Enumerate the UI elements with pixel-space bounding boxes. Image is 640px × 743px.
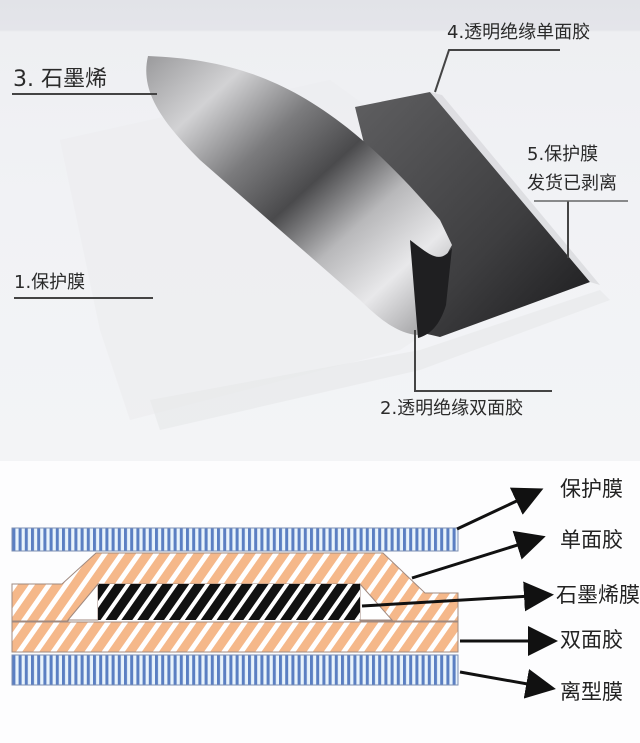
layer-cross-section [11, 487, 558, 699]
arrow-graphene-film [361, 581, 554, 612]
leader-line-single-tape [434, 49, 560, 93]
diagram-label-graphene-film: 石墨烯膜 [556, 583, 640, 607]
layer-graphene-film [98, 584, 360, 620]
layer-structure-diagram: 保护膜 单面胶 石墨烯膜 双面胶 离型膜 [0, 461, 640, 743]
arrow-single-adhesive [411, 530, 546, 580]
label-single-tape: 4.透明绝缘单面胶 [447, 22, 591, 43]
label-protect-top-line2: 发货已剥离 [527, 173, 617, 194]
label-protect-bottom: 1.保护膜 [14, 272, 86, 293]
label-protect-top-line1: 5.保护膜 [527, 144, 599, 165]
layer-single-adhesive [11, 552, 459, 622]
label-double-tape: 2.透明绝缘双面胶 [380, 398, 524, 419]
diagram-label-double-adhesive: 双面胶 [560, 628, 623, 652]
arrow-protective-film [456, 487, 544, 531]
product-photo: 3. 石墨烯 4.透明绝缘单面胶 5.保护膜 发货已剥离 1.保护膜 2.透明绝… [0, 0, 640, 461]
layer-release-film [11, 654, 459, 686]
diagram-label-release-film: 离型膜 [560, 680, 623, 704]
diagram-label-single-adhesive: 单面胶 [560, 528, 623, 552]
layer-double-adhesive [11, 621, 459, 653]
leader-line-double-tape [414, 330, 552, 392]
graphene-sheet-illustration [12, 49, 628, 430]
layer-protective-film [11, 527, 459, 552]
label-graphene: 3. 石墨烯 [13, 67, 107, 92]
diagram-label-protective-film: 保护膜 [560, 477, 623, 501]
arrow-release-film [459, 669, 556, 699]
